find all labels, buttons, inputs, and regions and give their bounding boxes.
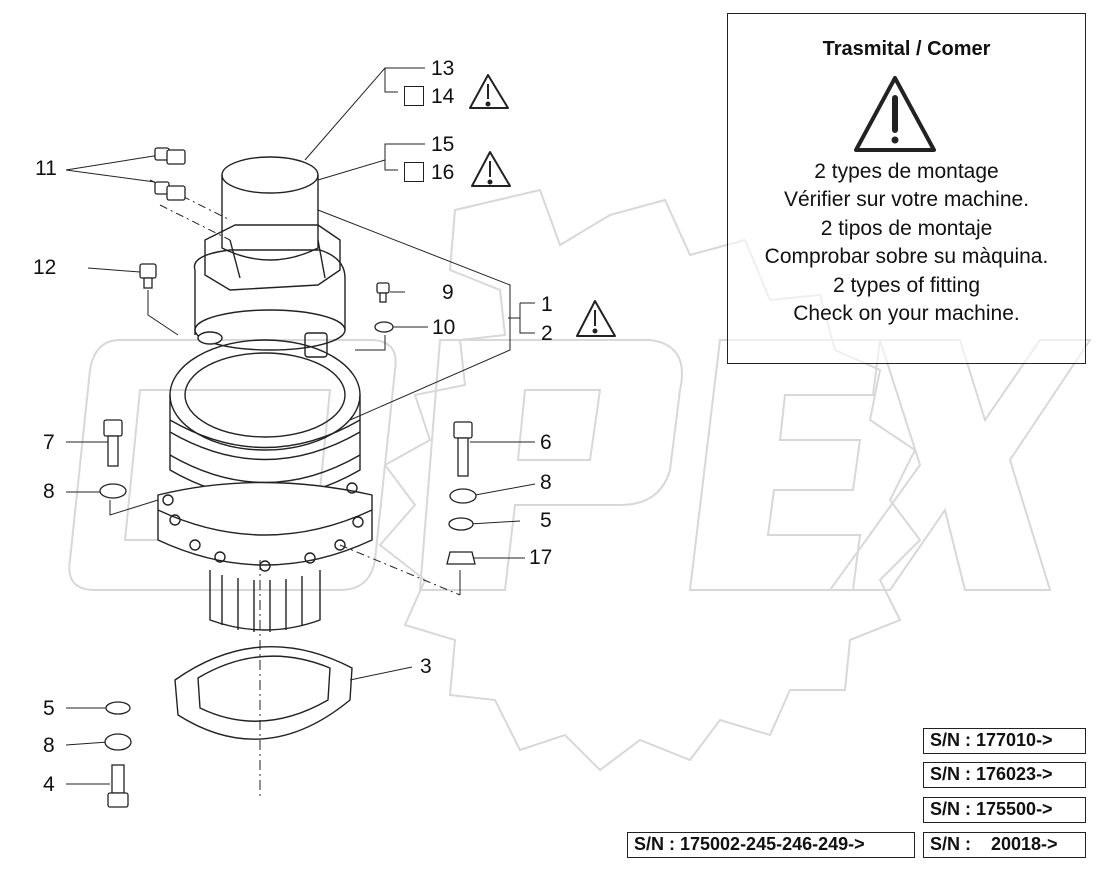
callout-7: 7 [43, 431, 55, 454]
callout-15: 15 [431, 133, 455, 156]
washer-8-left [99, 483, 127, 499]
notice-line-4: Comprobar sobre su màquina. [764, 245, 1049, 268]
washer-8-lower [104, 733, 132, 751]
warning-triangle-icon [469, 74, 509, 109]
notice-line-1: 2 types de montage [814, 160, 999, 183]
washer-8-right [449, 488, 477, 504]
washer-5-left [105, 701, 131, 715]
bolt-6 [453, 421, 473, 477]
serial-176023: S/N : 176023-> [923, 762, 1086, 788]
warning-triangle-icon [854, 76, 936, 152]
checkbox-square-icon [404, 86, 424, 106]
callout-6: 6 [540, 431, 552, 454]
warning-triangle-icon [576, 300, 616, 337]
callout-3: 3 [420, 655, 432, 678]
callout-8-left: 8 [43, 480, 55, 503]
callout-10: 10 [432, 316, 456, 339]
notice-line-3: 2 tipos de montaje [820, 217, 993, 240]
callout-13: 13 [431, 57, 455, 80]
washer-10 [374, 321, 394, 333]
watermark-p [418, 339, 683, 591]
callout-5-left: 5 [43, 697, 55, 720]
callout-4: 4 [43, 773, 55, 796]
washer-5-right [448, 517, 474, 531]
fitting-notice-box: Trasmital / Comer 2 types de montage Vér… [727, 13, 1086, 364]
bolt-4 [107, 764, 129, 808]
hardware [99, 147, 477, 808]
notice-line-5: 2 types of fitting [832, 274, 981, 297]
serial-20018: S/N : 20018-> [923, 832, 1086, 858]
fitting-lower [154, 181, 186, 201]
callout-12: 12 [33, 256, 57, 279]
watermark-e [688, 339, 882, 591]
fitting-upper [154, 147, 186, 165]
nut-17 [446, 551, 476, 565]
notice-title: Trasmital / Comer [822, 38, 991, 60]
callout-1: 1 [541, 293, 553, 316]
leader-lines [65, 67, 536, 800]
callout-8-right: 8 [540, 471, 552, 494]
bolt-12 [139, 263, 157, 289]
serial-175002: S/N : 175002-245-246-249-> [627, 832, 915, 858]
nipple-9 [376, 282, 390, 303]
callout-5-right: 5 [540, 509, 552, 532]
callout-8-lower: 8 [43, 734, 55, 757]
bolt-7 [103, 419, 123, 467]
callout-9: 9 [442, 281, 454, 304]
callout-16: 16 [431, 161, 455, 184]
serial-177010: S/N : 177010-> [923, 728, 1086, 754]
warning-triangle-icon [471, 151, 511, 187]
swing-motor-assembly [157, 156, 373, 740]
callout-14: 14 [431, 85, 455, 108]
watermark-x [828, 339, 1092, 591]
callout-11: 11 [35, 157, 57, 180]
callout-17: 17 [529, 546, 553, 569]
opex-watermark [68, 188, 1092, 772]
notice-line-6: Check on your machine. [793, 302, 1020, 325]
notice-line-2: Vérifier sur votre machine. [783, 188, 1030, 211]
serial-175500: S/N : 175500-> [923, 797, 1086, 823]
callout-2: 2 [541, 322, 553, 345]
checkbox-square-icon [404, 162, 424, 182]
